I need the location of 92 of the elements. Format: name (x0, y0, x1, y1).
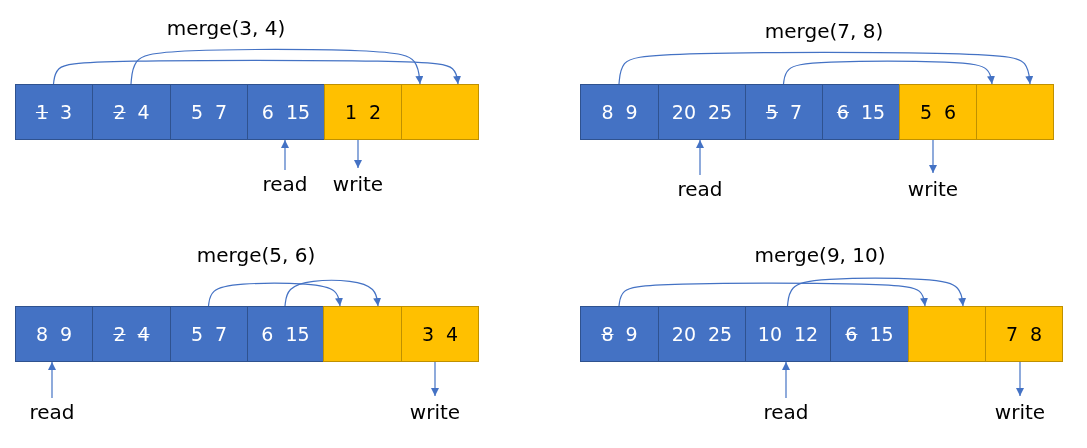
pointer-label: write (907, 177, 959, 201)
array-cell (92, 306, 171, 362)
value: 9 (60, 323, 73, 345)
output-buffer-cell (899, 84, 977, 140)
value: 7 (215, 323, 228, 345)
value: 9 (625, 101, 638, 123)
array-cell (658, 84, 746, 140)
arrow (431, 361, 439, 397)
value: 3 (421, 323, 434, 345)
value: 7 (215, 101, 228, 123)
arrow (207, 282, 343, 307)
value: 15 (285, 101, 311, 123)
output-buffer-cell (401, 306, 479, 362)
output-buffer-cell (401, 84, 479, 140)
value: 7 (790, 101, 803, 123)
array-cell (822, 84, 900, 140)
pointer-label: write (409, 400, 461, 424)
value: 1 (344, 101, 357, 123)
value: 25 (708, 323, 733, 345)
value: 6 (944, 101, 957, 123)
array-cell (580, 84, 659, 140)
pointer-label: write (332, 172, 384, 196)
value: 7 (1005, 323, 1018, 345)
arrow (1016, 361, 1024, 397)
value: 20 (671, 323, 696, 345)
pointer-label: read (262, 172, 308, 196)
arrow (284, 279, 382, 307)
arrow (354, 139, 362, 169)
array-cell (580, 306, 659, 362)
value: 8 (601, 101, 614, 123)
array-cell (745, 306, 831, 362)
arrow (782, 60, 995, 85)
output-buffer-cell (985, 306, 1063, 362)
value: 15 (869, 323, 894, 345)
pointer-label: read (763, 400, 809, 424)
arrow (782, 361, 790, 399)
value: 15 (285, 323, 310, 345)
value: 8 (1030, 323, 1043, 345)
function-label: merge(9, 10) (754, 243, 886, 267)
struck-value: 6 (845, 323, 858, 345)
array-cell (170, 84, 248, 140)
output-buffer-cell (908, 306, 986, 362)
arrow (618, 51, 1034, 85)
value: 8 (35, 323, 48, 345)
struck-value: 5 (765, 101, 778, 123)
output-buffer-cell (976, 84, 1054, 140)
array-cell (745, 84, 823, 140)
struck-value: 1 (35, 101, 48, 123)
value: 3 (60, 101, 73, 123)
value: 12 (794, 323, 819, 345)
array-cell (92, 84, 171, 140)
value: 5 (190, 323, 203, 345)
function-label: merge(5, 6) (196, 243, 316, 267)
arrow (52, 59, 462, 85)
arrow (281, 139, 289, 171)
array-cell (15, 306, 93, 362)
arrow (618, 282, 928, 307)
array-cell (15, 84, 93, 140)
arrow (130, 48, 424, 85)
array-cell (247, 306, 324, 362)
array-cell (658, 306, 746, 362)
value: 4 (446, 323, 459, 345)
struck-value: 6 (836, 101, 849, 123)
value: 2 (369, 101, 382, 123)
output-buffer-cell (323, 306, 402, 362)
value: 5 (190, 101, 203, 123)
value: 5 (919, 101, 932, 123)
array-cell (247, 84, 325, 140)
struck-value: 8 (601, 323, 614, 345)
value: 6 (261, 323, 274, 345)
struck-value: 4 (137, 323, 150, 345)
struck-value: 2 (113, 323, 126, 345)
function-label: merge(7, 8) (764, 19, 884, 43)
function-label: merge(3, 4) (166, 16, 286, 40)
array-cell (830, 306, 909, 362)
pointer-label: read (677, 177, 723, 201)
arrow (48, 361, 56, 399)
arrow (696, 139, 704, 176)
array-cell (170, 306, 248, 362)
value: 10 (757, 323, 782, 345)
arrow (786, 277, 967, 307)
pointer-label: write (994, 400, 1046, 424)
struck-value: 2 (113, 101, 126, 123)
pointer-label: read (29, 400, 75, 424)
output-buffer-cell (324, 84, 402, 140)
value: 25 (708, 101, 733, 123)
arrow (929, 139, 937, 174)
value: 6 (261, 101, 274, 123)
value: 20 (671, 101, 696, 123)
value: 4 (137, 101, 150, 123)
value: 9 (625, 323, 638, 345)
value: 15 (860, 101, 886, 123)
